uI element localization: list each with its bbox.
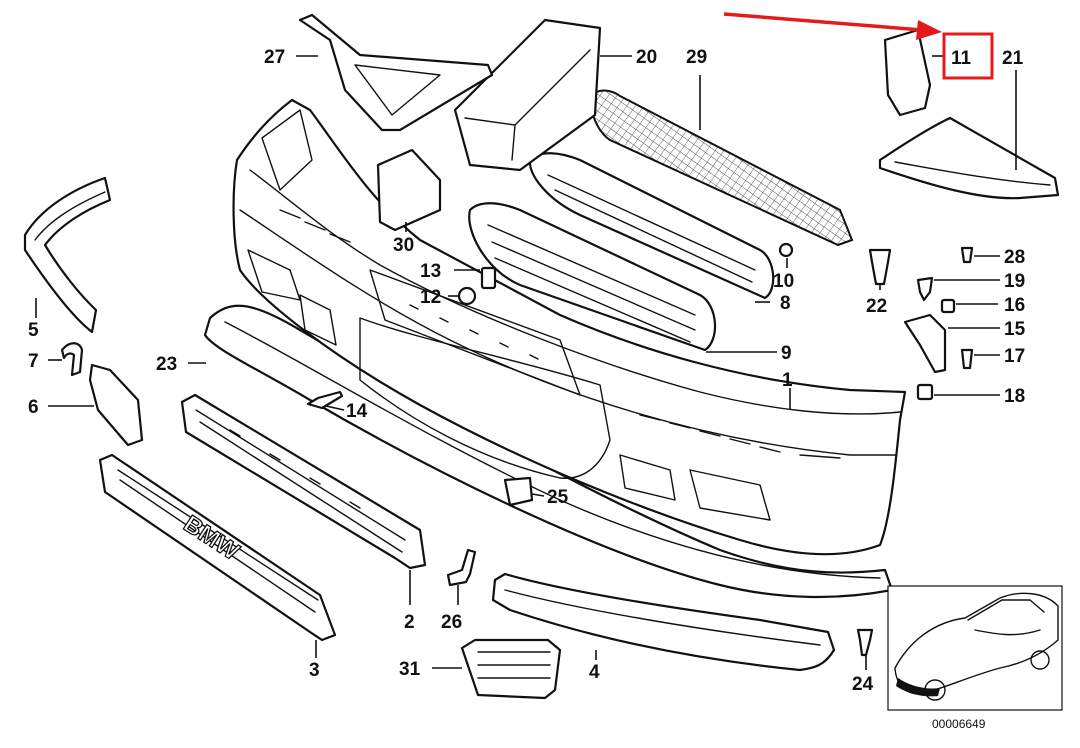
red-arrowhead-icon xyxy=(916,20,942,40)
red-arrow-line xyxy=(723,12,923,32)
part-24-expanding-rivet xyxy=(856,628,874,657)
part-17-screw xyxy=(960,348,974,370)
part-19-screw xyxy=(916,276,934,302)
callout-23: 23 xyxy=(156,354,177,375)
part-4-lower-spoiler xyxy=(491,572,836,672)
part-14-screw xyxy=(306,390,344,410)
part-27-duct-bracket xyxy=(298,13,494,132)
callout-20: 20 xyxy=(636,47,657,68)
callout-7: 7 xyxy=(28,351,39,372)
callout-6: 6 xyxy=(28,397,39,418)
part-9-lower-grille xyxy=(468,202,717,352)
part-18-clip xyxy=(916,383,934,401)
callout-31: 31 xyxy=(399,659,421,680)
highlight-annotation xyxy=(723,12,994,80)
callout-10: 10 xyxy=(773,271,794,292)
callout-19: 19 xyxy=(1004,271,1025,292)
callout-13: 13 xyxy=(420,261,441,282)
leader-lines xyxy=(35,55,1017,670)
callout-2: 2 xyxy=(404,612,415,633)
part-5-side-trim xyxy=(23,176,112,334)
part-8-upper-grille xyxy=(528,152,775,300)
part-12-grommet xyxy=(457,286,477,306)
callout-16: 16 xyxy=(1004,295,1025,316)
callout-15: 15 xyxy=(1004,319,1026,340)
callout-30: 30 xyxy=(393,235,414,256)
callout-29: 29 xyxy=(686,47,707,68)
reference-number: 00006649 xyxy=(932,717,986,731)
callout-17: 17 xyxy=(1004,346,1025,367)
callout-28: 28 xyxy=(1004,247,1025,268)
callout-3: 3 xyxy=(309,660,320,681)
car-thumbnail-inset: 00006649 xyxy=(887,585,1063,731)
callout-12: 12 xyxy=(420,287,441,308)
part-26-bolt xyxy=(446,548,477,587)
callout-labels: 1 2 3 4 5 6 7 8 9 10 11 12 13 14 15 16 1… xyxy=(28,47,1026,695)
part-20-air-duct xyxy=(453,18,602,172)
part-1-bumper-cover xyxy=(232,98,907,556)
callout-27: 27 xyxy=(264,47,285,68)
callout-1: 1 xyxy=(782,370,793,391)
part-16-clip xyxy=(940,298,956,314)
callout-9: 9 xyxy=(781,343,792,364)
callout-25: 25 xyxy=(547,487,569,508)
part-11-side-part xyxy=(883,28,932,117)
callout-26: 26 xyxy=(441,612,462,633)
callout-21: 21 xyxy=(1002,48,1024,69)
part-6-side-bracket xyxy=(88,363,144,447)
part-25-clip xyxy=(503,476,534,507)
callout-4: 4 xyxy=(589,662,600,683)
part-2-bumper-carrier xyxy=(180,393,427,570)
callout-18: 18 xyxy=(1004,386,1025,407)
part-13-clip xyxy=(480,266,497,290)
part-30-bracket xyxy=(376,148,442,232)
callout-24: 24 xyxy=(852,674,874,695)
callout-8: 8 xyxy=(780,293,791,314)
part-7-clip xyxy=(60,342,84,377)
part-21-corner-trim xyxy=(878,116,1060,200)
part-15-bracket xyxy=(903,313,947,374)
callout-11-highlight-box xyxy=(942,32,994,80)
callout-11: 11 xyxy=(951,48,972,69)
part-31-fog-grille xyxy=(460,638,562,700)
part-22-expanding-rivet xyxy=(868,248,892,286)
part-28-screw xyxy=(960,246,974,264)
callout-22: 22 xyxy=(866,296,887,317)
callout-5: 5 xyxy=(28,320,39,341)
part-10-nut xyxy=(778,242,794,258)
callout-14: 14 xyxy=(346,401,368,422)
